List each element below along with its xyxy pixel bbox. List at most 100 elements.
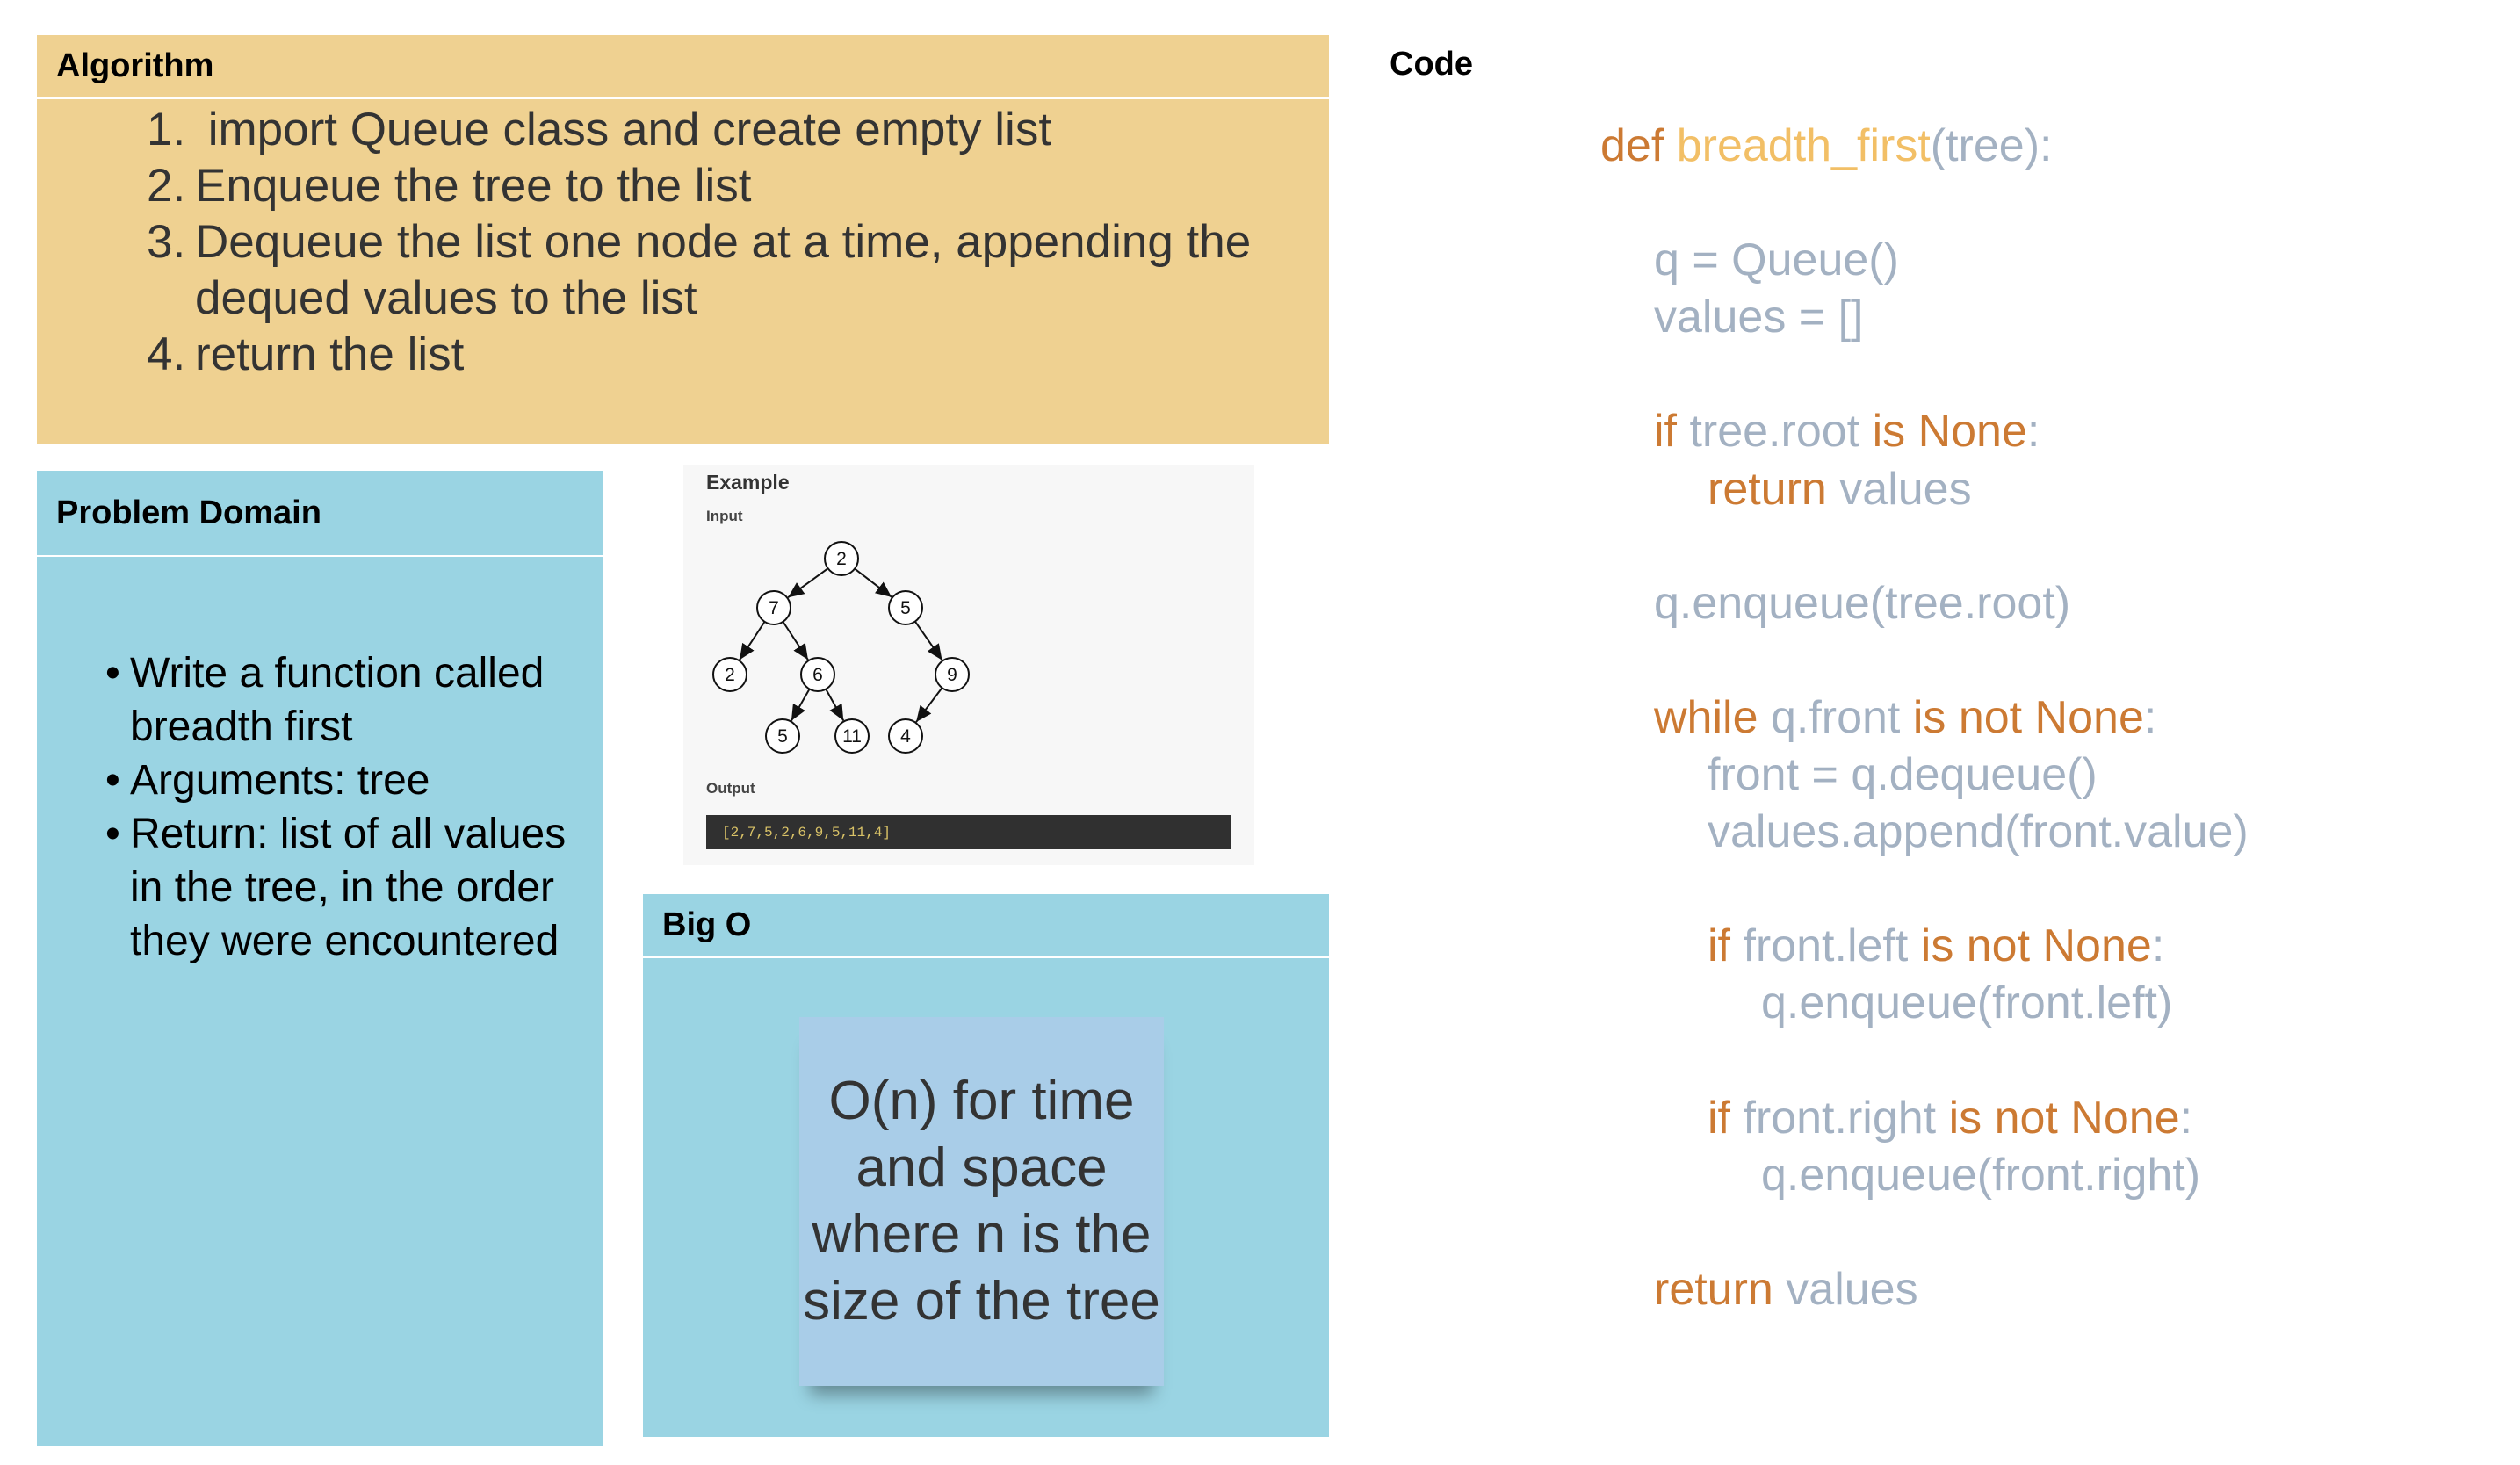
problem-domain-title: Problem Domain [37, 471, 603, 557]
code-line [1600, 346, 2249, 403]
algorithm-panel: Algorithm 1. import Queue class and crea… [37, 35, 1329, 444]
code-token: if [1708, 920, 1730, 972]
tree-node-circle [834, 718, 870, 754]
code-token: front = q.dequeue() [1708, 749, 2098, 801]
list-item-text: Return: list of all values in the tree, … [130, 811, 567, 964]
code-token: return [1708, 463, 1827, 515]
algorithm-step: 3.Dequeue the list one node at a time, a… [147, 214, 1324, 327]
algorithm-step: 1. import Queue class and create empty l… [147, 102, 1324, 158]
bullet-icon: • [105, 811, 120, 857]
code-line: if tree.root is None: [1600, 403, 2249, 460]
code-line: front = q.dequeue() [1600, 747, 2249, 804]
code-line [1600, 1204, 2249, 1261]
list-item-text: Arguments: tree [130, 757, 430, 804]
tree-node-label: 2 [725, 665, 735, 685]
tree-node: 11 [834, 718, 870, 754]
tree-node: 4 [888, 718, 923, 754]
code-token: def [1600, 120, 1677, 171]
code-block: def breadth_first(tree): q = Queue() value… [1600, 118, 2249, 1318]
tree-node-label: 2 [836, 549, 847, 569]
tree-node: 9 [935, 657, 970, 692]
tree-edge [915, 687, 943, 723]
list-item: •Arguments: tree [105, 754, 597, 807]
example-output-label: Output [706, 780, 755, 797]
code-token: q.enqueue(tree.root) [1654, 577, 2071, 629]
tree-node: 5 [888, 590, 923, 625]
problem-domain-panel: Problem Domain • Write a function called … [37, 471, 603, 1446]
code-token: front.right [1730, 1092, 1949, 1144]
code-line: values = [] [1600, 289, 2249, 346]
code-token: : [2151, 920, 2165, 972]
tree-edge [787, 567, 829, 599]
code-token: (tree): [1930, 120, 2053, 171]
tree-edge [914, 621, 943, 661]
code-line [1600, 861, 2249, 918]
tree-node: 7 [756, 590, 791, 625]
step-text: return the list [195, 328, 465, 380]
step-number: 1. [147, 104, 186, 155]
code-line: return values [1600, 461, 2249, 518]
tree-node-circle [800, 657, 835, 692]
tree-node: 5 [765, 718, 800, 754]
example-title: Example [706, 471, 790, 494]
code-line: q = Queue() [1600, 232, 2249, 289]
code-token: q = Queue() [1654, 235, 1899, 286]
tree-node-circle [935, 657, 970, 692]
code-token: values [1773, 1263, 1918, 1315]
tree-edge [739, 621, 766, 660]
code-token: is not None [1948, 1092, 2180, 1144]
tree-node-circle [824, 541, 859, 576]
code-line: q.enqueue(front.left) [1600, 975, 2249, 1032]
code-token: q.front [1758, 691, 1913, 743]
tree-edge [825, 689, 845, 722]
algorithm-step: 2.Enqueue the tree to the list [147, 158, 1324, 214]
code-line [1600, 1033, 2249, 1090]
code-line [1600, 518, 2249, 575]
tree-node-label: 11 [842, 726, 862, 747]
code-line [1600, 632, 2249, 689]
code-token: values = [] [1654, 292, 1864, 343]
example-output-value: [2,7,5,2,6,9,5,11,4] [722, 824, 892, 841]
big-o-title: Big O [643, 894, 1329, 958]
code-line: while q.front is not None: [1600, 689, 2249, 747]
code-token: q.enqueue(front.right) [1761, 1149, 2201, 1201]
code-token: is not None [1920, 920, 2152, 972]
step-number: 3. [147, 216, 186, 268]
code-token: : [2026, 406, 2040, 458]
tree-node-label: 6 [812, 665, 823, 685]
tree-node-circle [888, 590, 923, 625]
algorithm-steps: 1. import Queue class and create empty l… [147, 102, 1324, 383]
step-text: Dequeue the list one node at a time, app… [195, 216, 1252, 324]
tree-node: 2 [824, 541, 859, 576]
tree-node-circle [712, 657, 747, 692]
tree-node-circle [756, 590, 791, 625]
code-token: values [1826, 463, 1972, 515]
tree-node-label: 5 [900, 598, 911, 618]
code-token: is not None [1912, 691, 2144, 743]
algorithm-step: 4.return the list [147, 327, 1324, 383]
code-token: if [1708, 1092, 1730, 1144]
list-item: •Return: list of all values in the tree,… [105, 807, 597, 968]
code-token: return [1654, 1263, 1773, 1315]
code-token: while [1654, 691, 1758, 743]
binary-tree-diagram: 2 7 5 2 6 9 5 11 4 [712, 541, 970, 754]
code-line: q.enqueue(front.right) [1600, 1147, 2249, 1204]
tree-node-label: 4 [900, 726, 911, 747]
tree-edge [791, 689, 811, 722]
code-line: return values [1600, 1261, 2249, 1318]
step-number: 2. [147, 160, 186, 212]
algorithm-title: Algorithm [37, 35, 1329, 99]
tree-edge [782, 621, 809, 660]
list-item-text: Write a function called breadth first [130, 650, 545, 750]
code-token: q.enqueue(front.left) [1761, 978, 2173, 1029]
example-output-box: [2,7,5,2,6,9,5,11,4] [706, 815, 1231, 849]
tree-node: 6 [800, 657, 835, 692]
code-token: if [1654, 406, 1677, 458]
tree-node-circle [765, 718, 800, 754]
code-token: tree.root [1677, 406, 1873, 458]
code-token: breadth_first [1676, 120, 1931, 171]
tree-node: 2 [712, 657, 747, 692]
sticky-note-text: O(n) for time and space where n is the s… [803, 1071, 1160, 1331]
code-token: is None [1872, 406, 2027, 458]
